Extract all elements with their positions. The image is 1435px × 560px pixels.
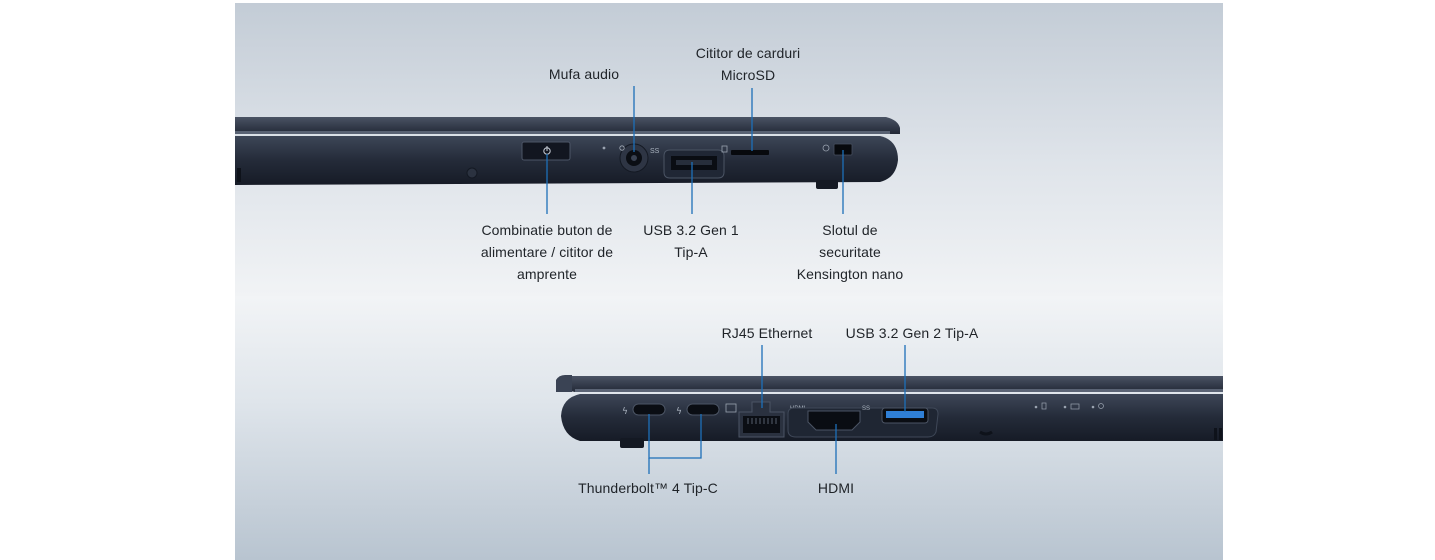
lock-icon bbox=[822, 144, 830, 152]
usb-gen1-port: SS bbox=[650, 148, 725, 179]
usb-logo-gen2: SS bbox=[862, 406, 870, 412]
callout-hdmi: HDMI bbox=[817, 480, 855, 496]
callout-power-fingerprint: Combinatie buton de alimentare / cititor… bbox=[480, 222, 614, 282]
thunderbolt-port-2: ϟ bbox=[676, 403, 720, 417]
callout-audio-jack: Mufa audio bbox=[548, 66, 620, 82]
laptop-left-side: ϟ ϟ HDMI SS bbox=[556, 375, 1223, 448]
top-callout-lines bbox=[546, 86, 844, 214]
callout-usb-gen2: USB 3.2 Gen 2 Tip-A bbox=[845, 325, 979, 341]
lightning-icon: ϟ bbox=[622, 407, 628, 417]
laptop-right-side: SS bbox=[235, 117, 900, 189]
callout-usb-gen1: USB 3.2 Gen 1 Tip-A bbox=[643, 222, 739, 260]
bottom-callout-lines bbox=[648, 345, 906, 474]
audio-jack bbox=[619, 143, 649, 173]
network-icon bbox=[725, 403, 737, 413]
callout-rj45: RJ45 Ethernet bbox=[721, 325, 813, 341]
status-leds bbox=[1034, 402, 1104, 410]
callout-thunderbolt: Thunderbolt™ 4 Tip-C bbox=[578, 480, 718, 496]
sd-card-icon bbox=[721, 145, 728, 153]
power-fingerprint-button bbox=[521, 141, 571, 161]
headphone-icon bbox=[619, 145, 625, 151]
callout-kensington: Slotul de securitate Kensington nano bbox=[796, 222, 904, 282]
rj45-port bbox=[725, 401, 785, 438]
kensington-lock-slot bbox=[822, 143, 853, 156]
usb-logo-gen1: SS bbox=[650, 148, 660, 155]
callout-microsd: Cititor de carduri MicroSD bbox=[695, 45, 801, 83]
lightning-icon: ϟ bbox=[676, 407, 682, 417]
microsd-slot bbox=[721, 145, 769, 155]
